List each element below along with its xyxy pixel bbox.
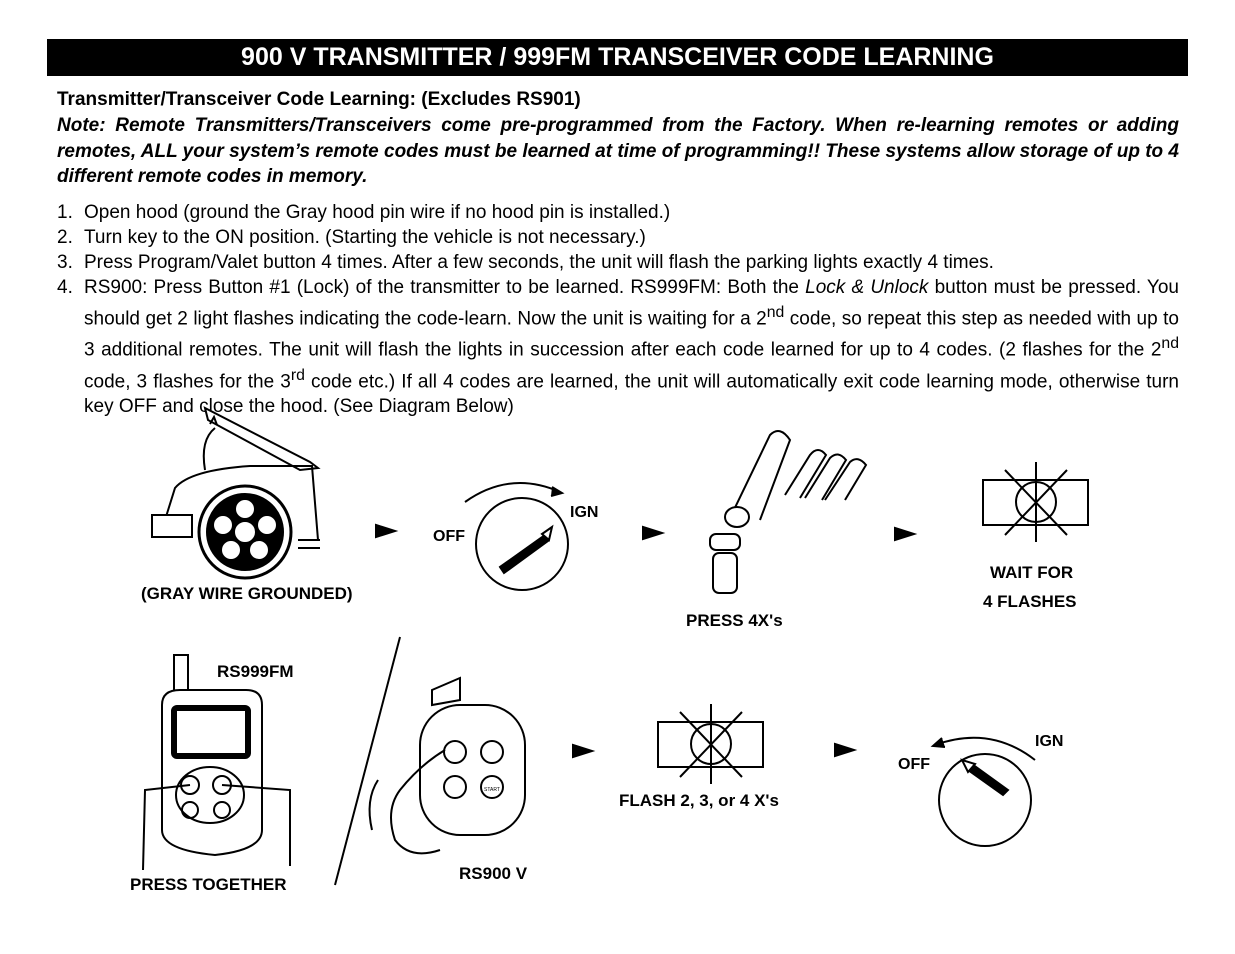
ignition-key-icon: [930, 736, 1036, 847]
press-together-label: PRESS TOGETHER: [130, 875, 287, 894]
ignition-off-label: OFF: [433, 528, 465, 545]
page-title: 900 V TRANSMITTER / 999FM TRANSCEIVER CO…: [47, 39, 1188, 76]
ignition-ign-label: IGN: [570, 504, 599, 521]
arrow-icon: [642, 525, 666, 541]
rs999fm-label: RS999FM: [217, 662, 294, 681]
rs900v-remote-icon: [368, 676, 526, 855]
flashing-light-icon: [657, 704, 764, 784]
flashing-light-icon: [982, 462, 1089, 542]
press-4x-label: PRESS 4X's: [686, 611, 783, 630]
step-2: 2.Turn key to the ON position. (Starting…: [57, 227, 646, 248]
ignition-key-icon: [464, 482, 569, 591]
rs999fm-remote-icon: [142, 654, 291, 871]
arrow-icon: [894, 526, 918, 542]
step-4: 4.RS900: Press Button #1 (Lock) of the t…: [57, 277, 1179, 417]
arrow-icon: [834, 742, 858, 758]
wait-for-label: WAIT FOR: [990, 563, 1074, 582]
arrow-icon: [375, 523, 399, 539]
note-paragraph: Note: Remote Transmitters/Transceivers c…: [57, 115, 1180, 187]
arrow-icon: [572, 743, 596, 759]
flash-count-label: FLASH 2, 3, or 4 X's: [619, 791, 779, 810]
car-hood-icon: [151, 406, 321, 580]
ignition-off-label-2: OFF: [898, 756, 930, 773]
steps-list: 1.Open hood (ground the Gray hood pin wi…: [57, 200, 1179, 419]
section-heading: Transmitter/Transceiver Code Learning: (…: [57, 89, 581, 110]
ignition-ign-label-2: IGN: [1035, 733, 1064, 750]
rs900v-label: RS900 V: [459, 864, 528, 883]
four-flashes-label: 4 FLASHES: [983, 592, 1077, 611]
start-button-label: START: [484, 787, 500, 793]
step-1: 1.Open hood (ground the Gray hood pin wi…: [57, 202, 671, 223]
step-3: 3.Press Program/Valet button 4 times. Af…: [57, 252, 994, 273]
finger-press-icon: [709, 430, 868, 594]
gray-wire-label: (GRAY WIRE GROUNDED): [141, 584, 353, 603]
